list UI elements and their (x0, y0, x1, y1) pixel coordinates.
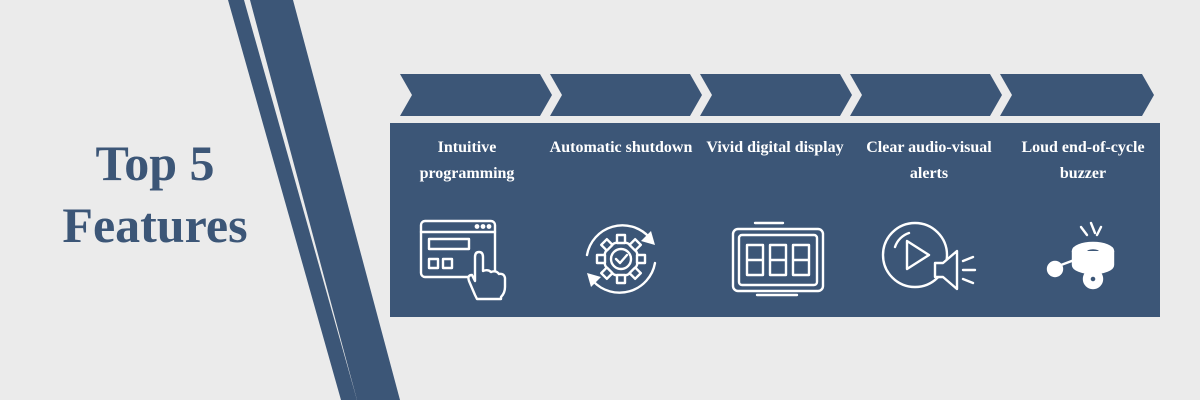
feature-label: Loud end-of-cycle buzzer (1021, 139, 1145, 182)
feature-loud-end-of-cycle-buzzer: Loud end-of-cycle buzzer (1006, 123, 1160, 317)
title-line-2: Features (62, 197, 248, 253)
process-chevrons (400, 74, 1154, 116)
page-title: Top 5 Features (40, 132, 270, 256)
digital-display-icon (725, 217, 825, 301)
feature-clear-audio-visual-alerts: Clear audio-visual alerts (852, 123, 1006, 317)
feature-vivid-digital-display: Vivid digital display (698, 123, 852, 317)
chevron-4 (850, 74, 1002, 116)
chevron-1 (400, 74, 552, 116)
chevron-2 (550, 74, 702, 116)
feature-label: Automatic shutdown (549, 139, 693, 156)
play-speaker-icon (879, 217, 979, 301)
chevron-3 (700, 74, 852, 116)
feature-intuitive-programming: Intuitive programming (390, 123, 544, 317)
browser-click-icon (417, 217, 517, 301)
gear-check-cycle-icon (571, 217, 671, 301)
feature-label: Vivid digital display (706, 139, 844, 156)
title-line-1: Top 5 (95, 135, 215, 191)
feature-automatic-shutdown: Automatic shutdown (544, 123, 698, 317)
chevron-5 (1000, 74, 1154, 116)
feature-label: Intuitive programming (419, 139, 515, 182)
features-panel: Intuitive programming Automatic shutdown (390, 123, 1160, 317)
feature-label: Clear audio-visual alerts (866, 139, 992, 182)
bell-buzzer-icon (1033, 217, 1133, 301)
